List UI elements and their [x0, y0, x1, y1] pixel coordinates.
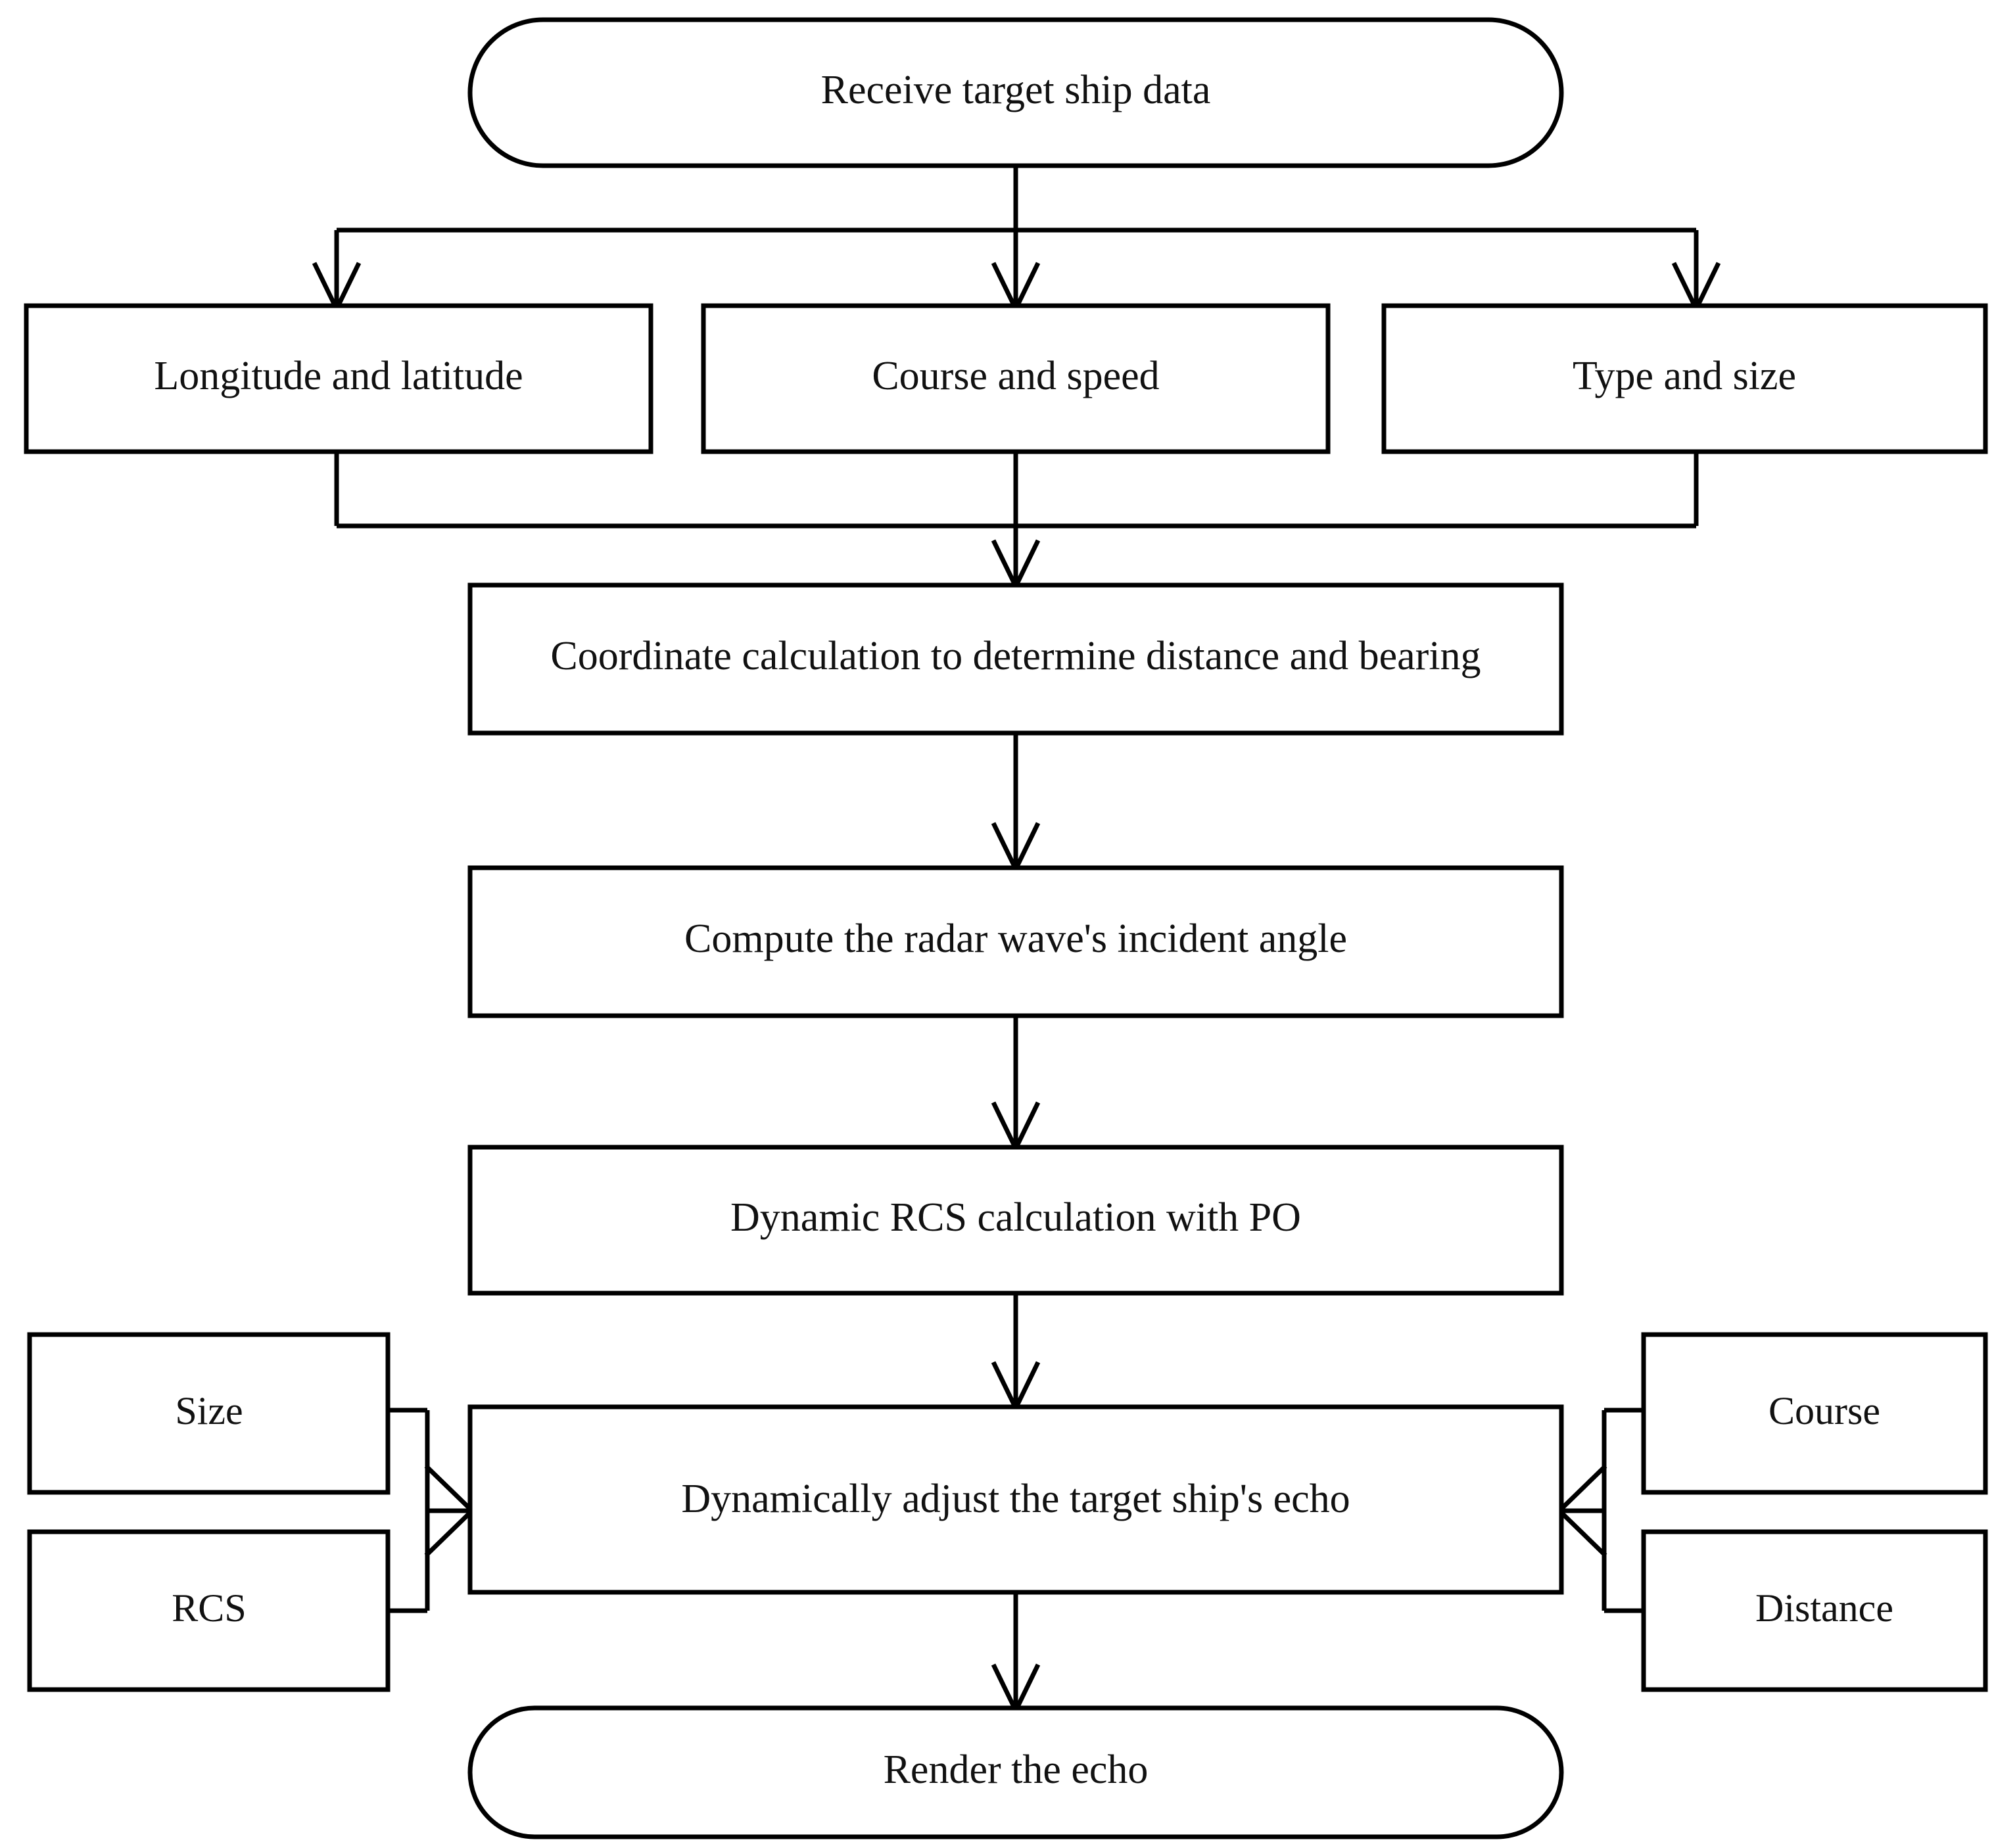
node-course-speed-shape[interactable]	[701, 303, 1331, 454]
node-adjust-echo-shape[interactable]	[467, 1404, 1564, 1595]
node-adjust-echo[interactable]: Dynamically adjust the target ship's ech…	[467, 1404, 1564, 1595]
node-longitude-latitude[interactable]: Longitude and latitude	[24, 303, 653, 454]
node-size[interactable]: Size	[27, 1332, 391, 1495]
node-type-size[interactable]: Type and size	[1381, 303, 1988, 454]
node-course-speed-label: Course and speed	[872, 354, 1159, 398]
node-coordinate-calculation-shape[interactable]	[467, 582, 1564, 736]
node-course-speed[interactable]: Course and speed	[701, 303, 1331, 454]
node-rcs[interactable]: RCS	[27, 1529, 391, 1692]
node-size-shape[interactable]	[27, 1332, 391, 1495]
node-distance-label: Distance	[1755, 1586, 1893, 1630]
node-course-label: Course	[1768, 1389, 1880, 1433]
node-start-shape[interactable]	[467, 17, 1564, 168]
node-course-shape[interactable]	[1641, 1332, 1988, 1495]
node-incident-angle[interactable]: Compute the radar wave's incident angle	[467, 865, 1564, 1018]
node-dynamic-rcs-shape[interactable]	[467, 1145, 1564, 1296]
node-start-label: Receive target ship data	[821, 68, 1211, 112]
node-dynamic-rcs-label: Dynamic RCS calculation with PO	[730, 1195, 1301, 1240]
node-coordinate-calculation[interactable]: Coordinate calculation to determine dist…	[467, 582, 1564, 736]
node-distance-shape[interactable]	[1641, 1529, 1988, 1692]
node-size-label: Size	[175, 1389, 243, 1433]
node-incident-angle-shape[interactable]	[467, 865, 1564, 1018]
node-type-size-shape[interactable]	[1381, 303, 1988, 454]
node-render[interactable]: Render the echo	[467, 1705, 1564, 1839]
node-distance[interactable]: Distance	[1641, 1529, 1988, 1692]
node-course[interactable]: Course	[1641, 1332, 1988, 1495]
node-render-shape[interactable]	[467, 1705, 1564, 1839]
node-adjust-echo-label: Dynamically adjust the target ship's ech…	[681, 1477, 1350, 1521]
node-rcs-shape[interactable]	[27, 1529, 391, 1692]
node-longitude-latitude-label: Longitude and latitude	[154, 354, 523, 398]
node-longitude-latitude-shape[interactable]	[24, 303, 653, 454]
node-incident-angle-label: Compute the radar wave's incident angle	[684, 916, 1347, 961]
node-coordinate-calculation-label: Coordinate calculation to determine dist…	[550, 634, 1481, 678]
node-type-size-label: Type and size	[1573, 354, 1796, 398]
node-render-label: Render the echo	[884, 1747, 1149, 1792]
node-dynamic-rcs[interactable]: Dynamic RCS calculation with PO	[467, 1145, 1564, 1296]
node-rcs-label: RCS	[172, 1586, 246, 1630]
node-start[interactable]: Receive target ship data	[467, 17, 1564, 168]
